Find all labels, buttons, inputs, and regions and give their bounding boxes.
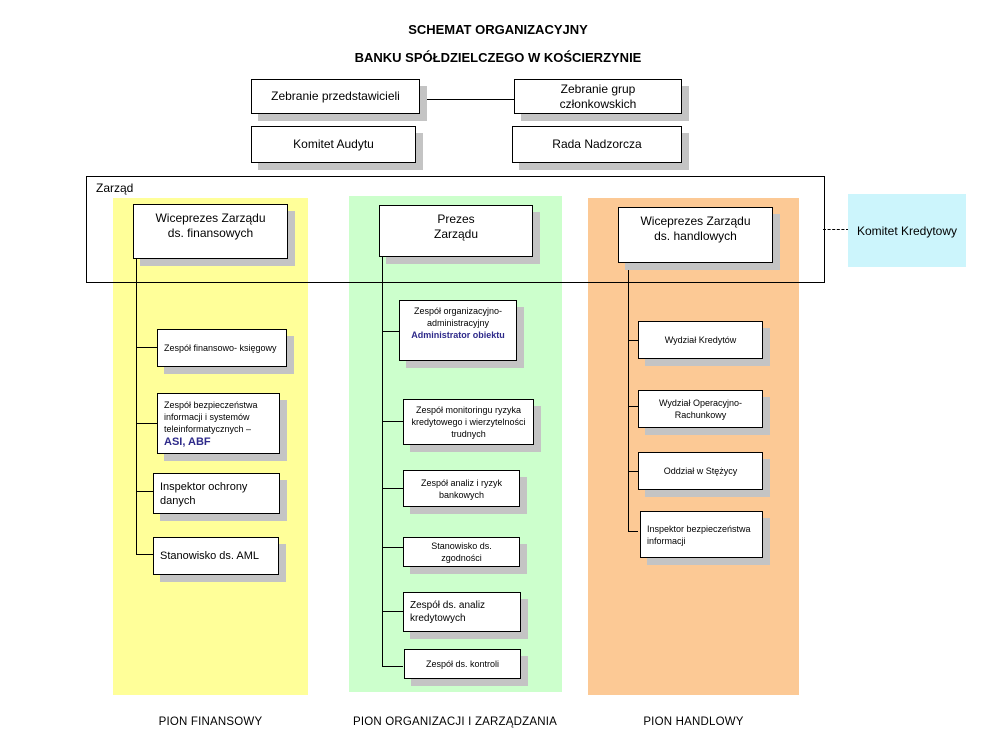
trunk-pion-handlowy xyxy=(628,262,629,531)
wydzial-kredytow-box: Wydział Kredytów xyxy=(638,321,763,359)
trunk-pion-finansowy xyxy=(136,258,137,555)
branch-line xyxy=(628,340,638,341)
zebranie-przedstawicieli-box: Zebranie przedstawicieli xyxy=(251,79,420,114)
wiceprezes-handl-line1: Wiceprezes Zarządu xyxy=(640,214,751,228)
komitet-audytu-label: Komitet Audytu xyxy=(293,137,374,151)
komitet-kredytowy-box: Komitet Kredytowy xyxy=(848,194,966,267)
inspektor-ochrony-danych-box: Inspektor ochrony danych xyxy=(153,473,280,514)
zespol-finansowo-ksiegowy-box: Zespół finansowo- księgowy xyxy=(157,329,287,367)
zespol-fk-label: Zespół finansowo- księgowy xyxy=(164,343,277,353)
zespol-bezp-label: Zespół bezpieczeństwa informacji i syste… xyxy=(164,400,258,434)
branch-line xyxy=(628,406,638,407)
zespol-kontroli-box: Zespół ds. kontroli xyxy=(404,649,521,679)
zespol-monitoringu-label: Zespół monitoringu ryzyka kredytowego i … xyxy=(411,405,526,439)
zebranie-przedstawicieli-label: Zebranie przedstawicieli xyxy=(271,89,400,103)
zespol-analiz-ryzyk-box: Zespół analiz i ryzyk bankowych xyxy=(403,470,520,507)
zebranie-grup-label: Zebranie grup członkowskich xyxy=(559,81,637,111)
zespol-org-highlight: Administrator obiektu xyxy=(411,330,505,340)
zarzad-label: Zarząd xyxy=(96,181,134,195)
wiceprezes-handlowy-box: Wiceprezes Zarządu ds. handlowych xyxy=(618,207,773,263)
pion-handlowy-label: PION HANDLOWY xyxy=(643,716,744,728)
stanowisko-zgodnosci-label: Stanowisko ds. zgodności xyxy=(431,541,492,563)
komitet-kredytowy-label: Komitet Kredytowy xyxy=(856,223,958,238)
wiceprezes-fin-line2: ds. finansowych xyxy=(167,226,254,240)
zespol-kontroli-label: Zespół ds. kontroli xyxy=(425,659,500,669)
branch-line xyxy=(136,554,153,555)
prezes-box: Prezes Zarządu xyxy=(379,205,533,257)
zespol-analiz-ryzyk-label: Zespół analiz i ryzyk bankowych xyxy=(420,477,503,500)
rada-nadzorcza-label: Rada Nadzorcza xyxy=(552,137,642,151)
branch-line xyxy=(382,488,403,489)
wiceprezes-handl-line2: ds. handlowych xyxy=(654,229,737,243)
pion-handlowy-background xyxy=(588,198,799,695)
rada-nadzorcza-box: Rada Nadzorcza xyxy=(512,126,682,163)
branch-line xyxy=(382,611,403,612)
connector-komitet-kredytowy xyxy=(823,229,849,230)
stanowisko-aml-label: Stanowisko ds. AML xyxy=(160,549,260,562)
wydzial-kredytow-label: Wydział Kredytów xyxy=(664,335,737,345)
oddzial-stezyca-label: Oddział w Stężycy xyxy=(663,466,738,476)
zespol-analiz-kredytowych-box: Zespół ds. analiz kredytowych xyxy=(403,592,521,632)
chart-title: SCHEMAT ORGANIZACYJNY xyxy=(408,22,588,37)
zespol-analiz-kred-label: Zespół ds. analiz kredytowych xyxy=(410,600,486,624)
zespol-monitoringu-box: Zespół monitoringu ryzyka kredytowego i … xyxy=(403,399,534,445)
prezes-line1: Prezes xyxy=(437,212,475,226)
zespol-org-label: Zespół organizacyjno-administracyjny xyxy=(413,306,503,328)
branch-line xyxy=(382,547,403,548)
zebranie-grup-box: Zebranie grup członkowskich xyxy=(514,79,682,114)
komitet-audytu-box: Komitet Audytu xyxy=(251,126,416,163)
inspektor-bezp-label: Inspektor bezpieczeństwa informacji xyxy=(647,523,751,546)
inspektor-ochrony-label: Inspektor ochrony danych xyxy=(160,480,248,507)
pion-finansowy-label: PION FINANSOWY xyxy=(158,716,263,728)
branch-line xyxy=(382,331,399,332)
connector-zebrania xyxy=(420,99,515,100)
branch-line xyxy=(136,347,157,348)
inspektor-bezpieczenstwa-box: Inspektor bezpieczeństwa informacji xyxy=(640,511,763,558)
pion-organizacji-label: PION ORGANIZACJI I ZARZĄDZANIA xyxy=(352,716,558,728)
zespol-bezpieczenstwa-box: Zespół bezpieczeństwa informacji i syste… xyxy=(157,393,280,454)
stanowisko-zgodnosci-box: Stanowisko ds. zgodności xyxy=(403,537,520,567)
branch-line xyxy=(382,666,403,667)
zespol-organizacyjny-box: Zespół organizacyjno-administracyjny Adm… xyxy=(399,300,517,361)
branch-line xyxy=(382,421,403,422)
wiceprezes-fin-line1: Wiceprezes Zarządu xyxy=(155,211,266,225)
trunk-pion-organizacji xyxy=(382,256,383,667)
branch-line xyxy=(136,491,153,492)
branch-line xyxy=(628,531,638,532)
stanowisko-aml-box: Stanowisko ds. AML xyxy=(153,537,279,575)
chart-subtitle: BANKU SPÓŁDZIELCZEGO W KOŚCIERZYNIE xyxy=(354,50,642,65)
wiceprezes-finansowy-box: Wiceprezes Zarządu ds. finansowych xyxy=(133,204,288,259)
branch-line xyxy=(136,423,157,424)
wydzial-oper-label: Wydział Operacyjno-Rachunkowy xyxy=(659,398,742,420)
prezes-line2: Zarządu xyxy=(433,227,479,241)
oddzial-stezyca-box: Oddział w Stężycy xyxy=(638,452,763,490)
branch-line xyxy=(628,471,638,472)
zespol-bezp-highlight: ASI, ABF xyxy=(164,436,211,448)
wydzial-operacyjno-rachunkowy-box: Wydział Operacyjno-Rachunkowy xyxy=(638,390,763,428)
